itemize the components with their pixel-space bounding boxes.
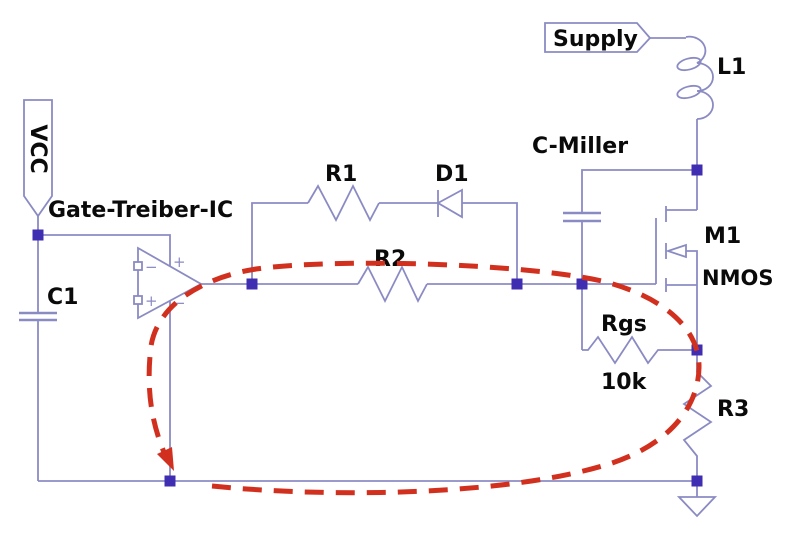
opamp-inverting-mark: −	[145, 258, 158, 276]
junction-dot	[32, 229, 44, 241]
junction-dot	[691, 164, 703, 176]
capacitor-c1: C1	[19, 285, 78, 322]
wire-r1-branch-left	[251, 202, 308, 284]
opamp-noninverting-pin	[133, 295, 143, 305]
opamp-vminus-mark: −	[173, 294, 186, 312]
c-miller-label: C-Miller	[532, 134, 628, 159]
wire-cmiller-to-drain-node	[581, 169, 697, 213]
supply-flag: Supply	[544, 22, 652, 53]
junction-dot	[691, 475, 703, 487]
gate-driver-label: Gate-Treiber-IC	[48, 198, 233, 223]
wire-vcc-to-opamp-vplus	[38, 234, 171, 266]
m1-label: M1	[704, 224, 741, 249]
rgs-zigzag	[582, 335, 697, 365]
vcc-flag-outline	[23, 99, 53, 218]
opamp-vplus-mark: +	[173, 253, 186, 271]
opamp-noninverting-mark: +	[145, 292, 158, 310]
r3-label: R3	[717, 397, 749, 422]
diode-d1: D1	[435, 162, 469, 219]
resistor-r1: R1	[307, 162, 380, 222]
capacitor-c-miller: C-Miller	[532, 134, 628, 223]
junction-dot	[511, 278, 523, 290]
resistor-r2: R2	[357, 247, 428, 304]
r1-label: R1	[325, 162, 357, 187]
r2-label: R2	[374, 247, 406, 272]
opamp-gate-driver: − + + − Gate-Treiber-IC	[48, 198, 233, 320]
supply-flag-outline	[544, 22, 652, 53]
highlight-loop-dashed-path	[146, 260, 702, 496]
c1-label: C1	[47, 285, 78, 310]
d1-triangle	[436, 188, 463, 219]
ground-symbol	[676, 496, 718, 518]
r1-zigzag	[307, 183, 380, 222]
junction-dot	[246, 278, 258, 290]
m1-body-arrow-icon	[665, 243, 687, 259]
rgs-value-label: 10k	[601, 370, 648, 395]
resistor-r3: R3	[682, 350, 749, 481]
m1-type-label: NMOS	[702, 266, 773, 290]
mosfet-m1: M1 NMOS	[655, 206, 773, 292]
l1-label: L1	[717, 55, 746, 80]
inductor-l1: L1	[676, 35, 746, 120]
vcc-flag: VCC	[23, 99, 53, 218]
rgs-label: Rgs	[601, 312, 647, 337]
r2-zigzag	[357, 264, 428, 304]
highlight-loop	[146, 260, 702, 496]
m1-body-lead	[686, 250, 698, 285]
d1-label: D1	[435, 162, 469, 187]
opamp-inverting-pin	[133, 261, 143, 271]
highlight-loop-arrowhead-icon	[157, 447, 174, 471]
opamp-triangle	[137, 246, 203, 320]
l1-coil	[685, 35, 714, 120]
resistor-rgs: Rgs 10k	[582, 312, 697, 395]
junction-dot	[576, 278, 588, 290]
wire-d1-branch-right	[462, 202, 518, 284]
l1-loop-2	[676, 84, 702, 100]
supply-flag-label: Supply	[553, 27, 638, 52]
ground-triangle-icon	[676, 496, 718, 518]
l1-loop-1	[676, 56, 702, 72]
junction-dot	[164, 475, 176, 487]
vcc-flag-label: VCC	[25, 124, 50, 173]
